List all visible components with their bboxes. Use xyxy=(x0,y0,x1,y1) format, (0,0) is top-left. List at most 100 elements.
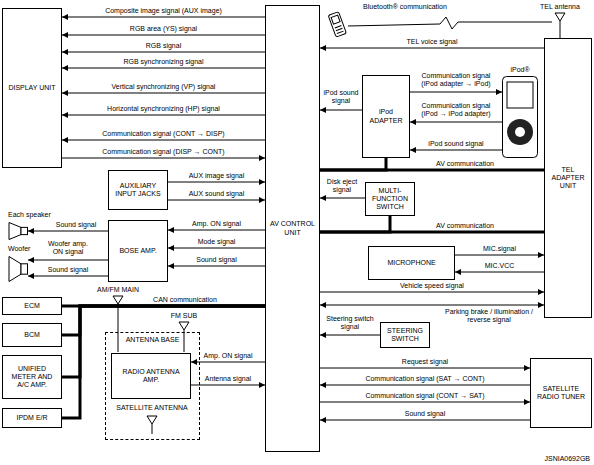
signal-label: TEL voice signal xyxy=(406,38,457,46)
ipod-icon xyxy=(502,76,538,158)
antenna-symbol xyxy=(113,296,123,352)
signal-line xyxy=(62,68,265,69)
signal-line xyxy=(168,182,265,183)
signal-line xyxy=(410,150,502,151)
unit-label: ECM xyxy=(24,302,40,310)
signal-line xyxy=(320,335,380,336)
signal-line xyxy=(28,260,108,261)
unit-label: MICROPHONE xyxy=(387,259,435,267)
signal-line xyxy=(191,362,265,363)
unit-label: SATELLITE RADIO TUNER xyxy=(533,385,589,401)
unit-label: iPod ADAPTER xyxy=(365,108,407,124)
unit-box: ECM xyxy=(2,297,62,315)
heading-label: ANTENNA BASE xyxy=(106,336,199,344)
signal-line xyxy=(62,140,265,141)
signal-line xyxy=(320,305,544,306)
signal-label: Sound signal xyxy=(56,221,96,229)
signal-label: Communication signal (CONT → SAT) xyxy=(365,392,484,400)
signal-line xyxy=(191,385,265,386)
unit-box: TEL ADAPTER UNIT xyxy=(544,38,592,318)
unit-box: STEERING SWITCH xyxy=(380,322,430,348)
heading-label: Woofer xyxy=(8,245,30,253)
signal-label: Sound signal xyxy=(48,266,88,274)
unit-box: RADIO ANTENNA AMP. xyxy=(111,353,191,399)
signal-label: Antenna signal xyxy=(205,375,251,383)
signal-line xyxy=(320,158,386,170)
signal-label: Composite image signal (AUX image) xyxy=(105,7,222,15)
unit-label: IPDM E/R xyxy=(16,414,47,422)
signal-label: iPod sound signal xyxy=(320,89,362,106)
unit-box: DISPLAY UNIT xyxy=(2,8,62,168)
heading-label: iPod® xyxy=(502,66,538,74)
signal-line xyxy=(320,402,530,403)
callout-label: AM/FM MAIN xyxy=(97,286,139,294)
signal-label: AV communication xyxy=(436,222,494,230)
unit-label: RADIO ANTENNA AMP. xyxy=(114,368,188,384)
signal-label: Sound signal xyxy=(405,410,445,418)
signal-line xyxy=(28,276,108,277)
signal-label: Woofer amp. ON signal xyxy=(42,240,94,257)
signal-label: Mode signal xyxy=(198,238,236,246)
signal-label: MIC.VCC xyxy=(485,262,515,270)
unit-label: TEL ADAPTER UNIT xyxy=(547,166,589,190)
speaker-icon xyxy=(8,222,28,240)
unit-label: AV CONTROL UNIT xyxy=(268,220,317,236)
signal-line xyxy=(62,158,265,159)
signal-line xyxy=(62,17,265,18)
speaker-symbol: Woofer xyxy=(8,256,28,282)
callout-label: TEL antenna xyxy=(540,3,580,11)
signal-line xyxy=(168,230,265,231)
signal-line xyxy=(62,52,265,53)
antenna-symbol xyxy=(179,322,189,352)
signal-line xyxy=(28,231,108,232)
unit-box: UNIFIED METER AND A/C AMP. xyxy=(2,355,62,399)
signal-line xyxy=(320,198,365,199)
signal-label: RGB signal xyxy=(146,42,181,50)
group-outline: ANTENNA BASE RADIO ANTENNA AMP. xyxy=(105,332,200,440)
signal-label: Disk eject signal xyxy=(321,178,363,195)
signal-label: RGB area (YS) signal xyxy=(130,25,197,33)
callout-label: SATELLITE ANTENNA xyxy=(116,404,187,412)
unit-box: BCM xyxy=(2,323,62,347)
signal-label: Amp. ON signal xyxy=(203,352,252,360)
antenna-symbol xyxy=(147,416,157,434)
signal-line xyxy=(168,200,265,201)
unit-label: AUXILIARY INPUT JACKS xyxy=(111,182,165,198)
signal-label: iPod sound signal xyxy=(428,140,483,148)
unit-box: AUXILIARY INPUT JACKS xyxy=(108,170,168,210)
unit-box: AV CONTROL UNIT xyxy=(265,5,320,452)
signal-label: AUX sound signal xyxy=(189,190,245,198)
callout-label: Bluetooth® communication xyxy=(363,3,447,11)
signal-line xyxy=(410,122,502,123)
signal-line xyxy=(320,292,544,293)
signal-label: Vertical synchronizing (VP) signal xyxy=(112,83,216,91)
signal-line xyxy=(320,48,544,49)
signal-line xyxy=(62,306,265,418)
signal-label: Communication signal (SAT → CONT) xyxy=(365,375,484,383)
signal-line xyxy=(62,115,265,116)
unit-box: SATELLITE RADIO TUNER xyxy=(530,358,592,428)
signal-line xyxy=(410,92,502,93)
signal-line xyxy=(320,110,362,111)
signal-line xyxy=(62,306,265,335)
unit-box: IPDM E/R xyxy=(2,408,62,428)
unit-box: MULTI-FUNCTION SWITCH xyxy=(365,182,415,216)
unit-label: UNIFIED METER AND A/C AMP. xyxy=(5,365,59,389)
ipod-device: iPod® xyxy=(502,76,538,158)
signal-label: AUX image signal xyxy=(189,172,245,180)
signal-line xyxy=(455,255,544,256)
signal-label: AV communication xyxy=(436,160,494,168)
signal-line xyxy=(320,368,530,369)
signal-line xyxy=(320,385,530,386)
bluetooth-link xyxy=(348,17,552,29)
unit-label: DISPLAY UNIT xyxy=(8,84,55,92)
signal-label: RGB synchronizing signal xyxy=(123,58,203,66)
unit-box: BOSE AMP. xyxy=(108,220,168,282)
signal-label: Communication signal (iPod → iPod adapte… xyxy=(413,102,499,119)
signal-label: Communication signal (iPod adapter → iPo… xyxy=(413,72,499,89)
signal-label: Vehicle speed signal xyxy=(400,282,464,290)
unit-box: iPod ADAPTER xyxy=(362,75,410,158)
signal-label: Horizontal synchronizing (HP) signal xyxy=(107,105,220,113)
callout-label: FM SUB xyxy=(171,312,197,320)
phone-icon xyxy=(328,12,346,37)
